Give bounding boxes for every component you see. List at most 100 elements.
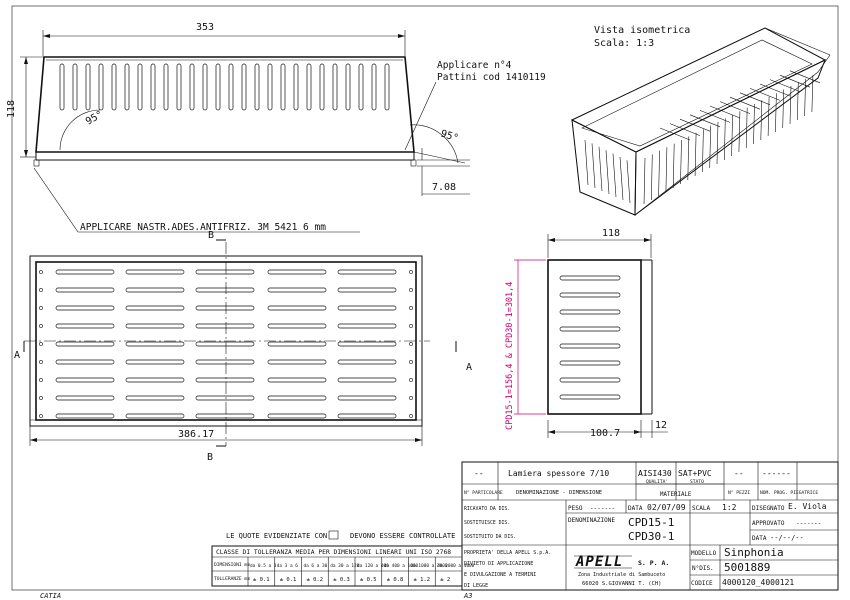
iso-side-slot: [680, 139, 682, 185]
front-slot: [176, 63, 182, 111]
top-slot: [337, 413, 397, 419]
front-slot: [163, 63, 169, 111]
front-slot: [137, 63, 143, 111]
tb-denominazione-label: DENOMINAZIONE: [568, 517, 615, 524]
tolerance-range-cell: da 120 a 400: [357, 563, 389, 569]
front-slot: [59, 63, 65, 111]
top-slot: [195, 395, 255, 401]
tolerance-value-cell: ± 1.2: [414, 577, 431, 583]
iso-end-slot: [591, 143, 596, 189]
front-slot: [319, 63, 325, 111]
front-slot: [228, 63, 234, 111]
top-hole: [409, 270, 413, 274]
note-feet-line1: Applicare n°4: [437, 60, 512, 71]
front-slot: [345, 63, 351, 111]
iso-side-slot: [760, 100, 763, 141]
tb-data-value: 02/07/09: [647, 503, 686, 512]
tb-h-materiale: MATERIALE: [660, 492, 692, 498]
top-holes: [39, 270, 413, 418]
front-slot: [358, 63, 364, 111]
iso-end-slot: [626, 160, 631, 204]
side-slot: [559, 394, 621, 400]
side-depth-dim: 100.7: [590, 428, 620, 439]
top-slot: [125, 305, 185, 311]
tb-property-1: PROPRIETA' DELLA APELL S.p.A.: [464, 550, 551, 556]
top-slot: [55, 323, 115, 329]
iso-bottom-slot: [769, 79, 801, 92]
iso-side-slot: [709, 125, 711, 169]
iso-side-slot: [687, 136, 690, 181]
iso-side-slot: [658, 150, 660, 197]
sheet-border: [11, 5, 839, 591]
top-hole: [409, 378, 413, 382]
iso-side-slot: [789, 85, 792, 125]
note-tape: APPLICARE NASTR.ADES.ANTIFRIZ. 3M 5421 6…: [80, 222, 326, 233]
top-slots: [55, 269, 397, 419]
top-slot: [267, 287, 327, 293]
tb-data-label: DATA: [628, 505, 643, 512]
top-slot: [267, 377, 327, 383]
tolerance-value-cell: ± 0.1: [280, 577, 297, 583]
top-slot: [337, 305, 397, 311]
top-slot: [55, 305, 115, 311]
top-slot: [55, 359, 115, 365]
tb-finish: SAT+PVC: [678, 469, 712, 478]
iso-end-slot: [598, 146, 603, 192]
side-slot: [559, 292, 621, 298]
top-slot: [337, 359, 397, 365]
tolerance-range-cell: da 0.5 a 3: [250, 563, 277, 569]
iso-bottom-slot: [759, 83, 791, 97]
side-body-outline: [547, 259, 642, 415]
iso-side-slot: [753, 103, 755, 145]
tb-approvato-value: -------: [796, 520, 821, 527]
format-label: A3: [463, 592, 472, 600]
tolerance-range-cell: da 400 a 1000: [384, 563, 419, 569]
top-slot: [267, 395, 327, 401]
tb-h-stato: STATO: [690, 479, 704, 485]
tb-peso-value: -------: [590, 505, 615, 512]
top-slot: [195, 413, 255, 419]
tb-part: --: [474, 469, 484, 478]
top-hole: [39, 360, 43, 364]
iso-side-slot: [782, 89, 784, 129]
top-hole: [39, 324, 43, 328]
iso-side-slot: [672, 143, 675, 189]
top-slot: [267, 269, 327, 275]
side-view: 118 CPD15-1=156,4 & CPD30-1=301,4 100.7 …: [505, 228, 668, 439]
tolerance-range-cell: da 6 a 30: [304, 563, 328, 569]
front-slot: [267, 63, 273, 111]
top-slot: [55, 341, 115, 347]
tolerance-range-cell: da 1000 a 2000: [411, 563, 448, 569]
iso-bottom-slot: [719, 101, 751, 114]
front-slot: [215, 63, 221, 111]
tb-disegnato-label: DISEGNATO: [752, 505, 785, 512]
front-slot: [111, 63, 117, 111]
top-slot: [195, 323, 255, 329]
front-slot: [293, 63, 299, 111]
tb-scala-value: 1:2: [722, 503, 737, 512]
top-slot: [267, 323, 327, 329]
tb-peso-label: PESO: [568, 505, 583, 512]
iso-side-slot: [716, 121, 719, 165]
tb-h-denominazione: DENOMINAZIONE - DIMENSIONE: [516, 490, 602, 496]
iso-bottom-slot: [729, 96, 761, 110]
top-slot: [125, 341, 185, 347]
top-hole: [39, 288, 43, 292]
side-slot: [559, 275, 621, 281]
iso-end-slot: [605, 150, 610, 195]
iso-side-slot: [775, 93, 777, 133]
tolerance-row2-label: TOLLERANZE mm: [214, 576, 250, 582]
top-slot: [125, 359, 185, 365]
iso-bottom-slot: [669, 123, 701, 136]
top-slot: [337, 377, 397, 383]
top-hole: [39, 342, 43, 346]
top-slot: [195, 341, 255, 347]
tb-denominazione-value1: CPD15-1: [628, 516, 674, 529]
iso-front-wall: [634, 58, 826, 217]
top-slot: [125, 413, 185, 419]
front-body-outline: [35, 56, 415, 153]
iso-side-slot: [651, 154, 653, 201]
tb-disegnato-value: E. Viola: [788, 502, 827, 511]
company-address-2: 66020 S.GIOVANNI T. (CH): [582, 581, 661, 587]
front-angle-right: 95°: [439, 128, 460, 144]
